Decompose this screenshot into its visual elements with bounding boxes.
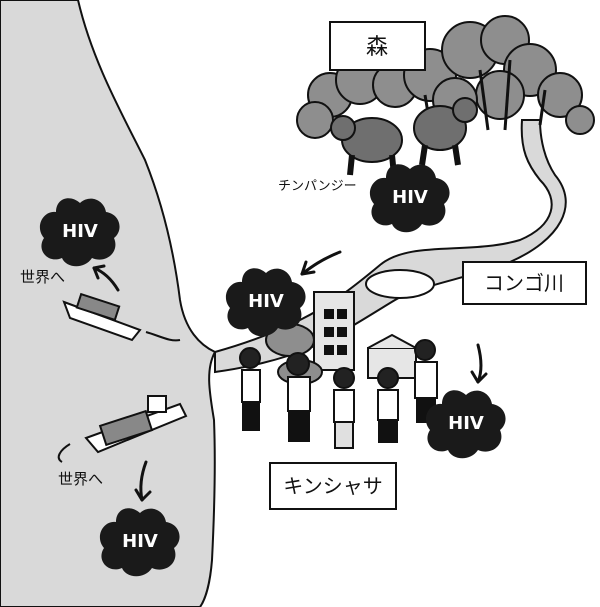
person-3 <box>334 368 354 448</box>
arrow-to-right <box>478 345 481 382</box>
kinshasa-label: キンシャサ <box>283 474 382 498</box>
person-2 <box>287 353 310 441</box>
svg-text:HIV: HIV <box>392 187 428 208</box>
river-island <box>366 270 434 298</box>
to-world-label-1: 世界へ <box>20 268 65 286</box>
svg-text:HIV: HIV <box>122 531 158 552</box>
chimpanzee-label: チンパンジー <box>278 179 357 194</box>
arrow-to-city <box>302 252 340 274</box>
hiv-badge-right: HIV <box>426 390 506 458</box>
to-world-label-2: 世界へ <box>58 470 103 488</box>
hiv-badge-city: HIV <box>226 268 306 336</box>
svg-text:HIV: HIV <box>448 413 484 434</box>
person-4 <box>378 368 398 442</box>
svg-text:HIV: HIV <box>62 221 98 242</box>
person-1 <box>240 348 260 430</box>
forest-label: 森 <box>366 35 388 60</box>
chimpanzees <box>331 98 477 175</box>
congo-river-label: コンゴ川 <box>484 271 564 295</box>
svg-text:HIV: HIV <box>248 291 284 312</box>
hiv-badge-chimp: HIV <box>370 164 450 232</box>
